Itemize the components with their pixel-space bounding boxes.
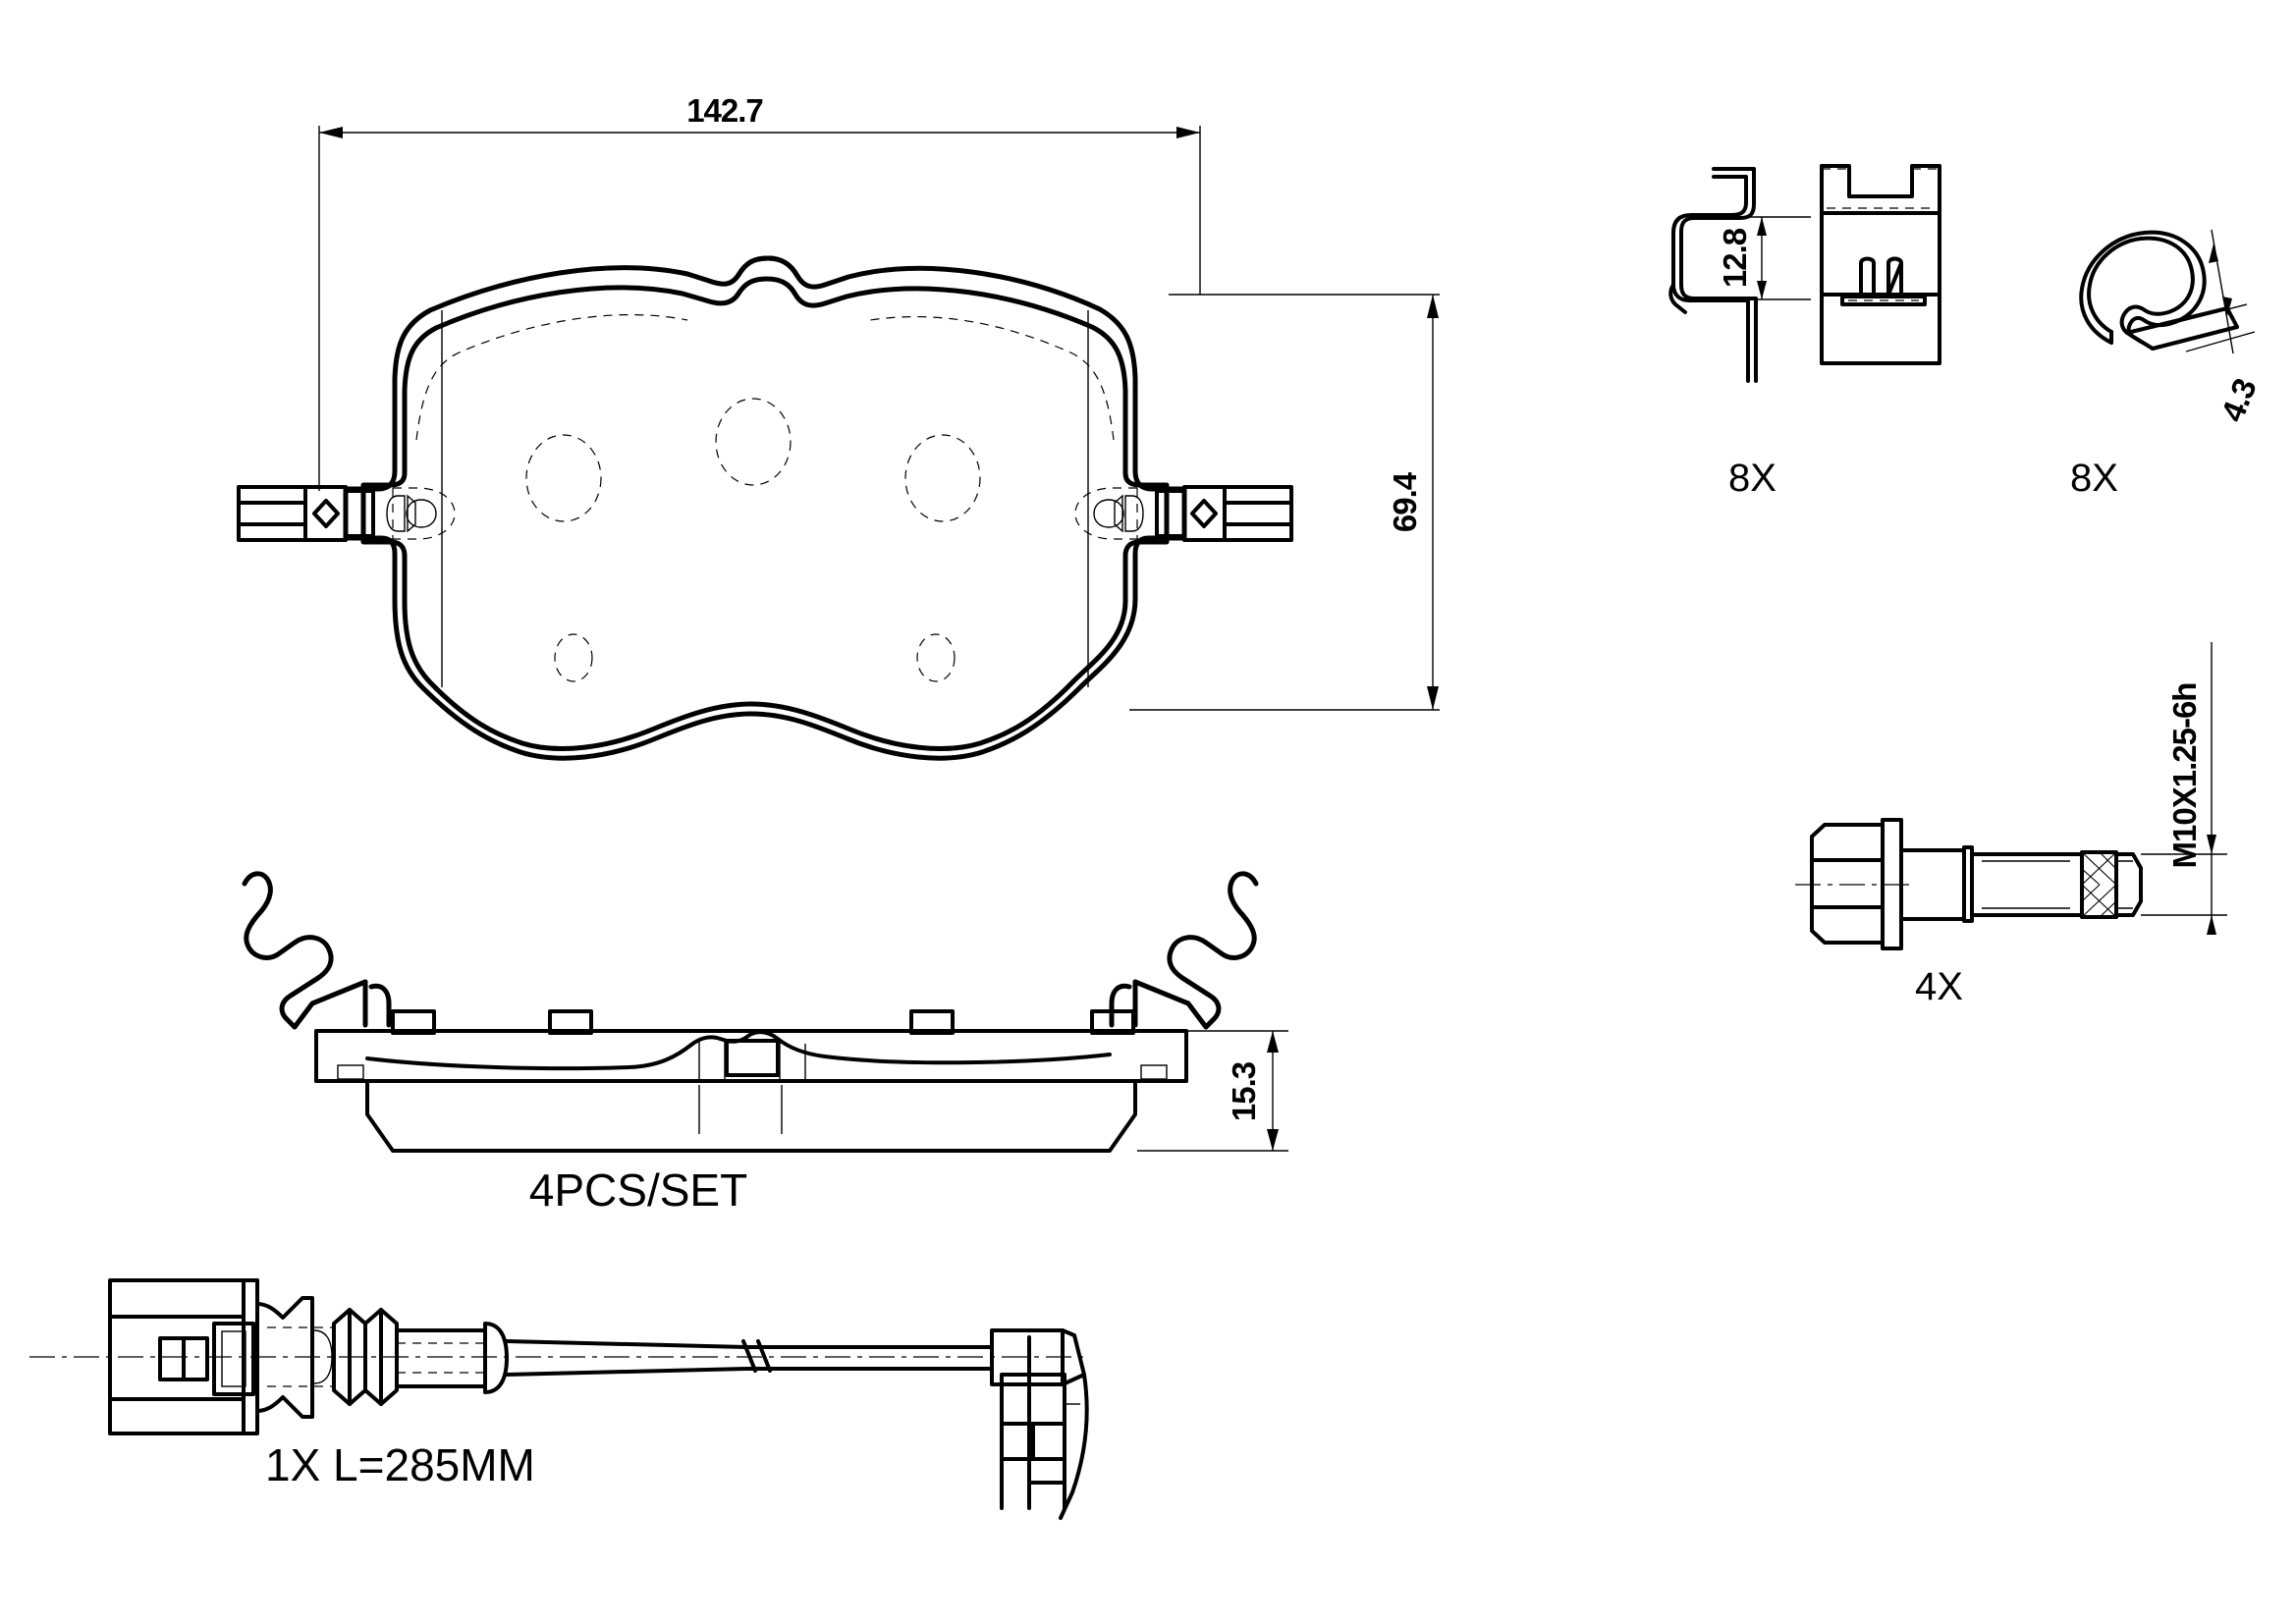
label-dim-clip: 12.8 (1717, 228, 1753, 288)
label-thread-spec: M10X1.25-6h (2166, 683, 2203, 869)
label-set-count: 4PCS/SET (529, 1164, 747, 1216)
label-dim-height: 69.4 (1387, 471, 1423, 532)
spring-clip (2079, 230, 2239, 351)
dimension-clip-12-8 (1750, 216, 1811, 300)
qty-retaining-clip: 8X (1728, 457, 1777, 500)
guide-bolt (1795, 818, 2143, 950)
pad-ear-left-detail (237, 485, 456, 542)
brake-pad-side-view (242, 871, 1259, 1153)
dimension-length-142-7 (318, 126, 1201, 491)
label-dim-length: 142.7 (686, 92, 763, 129)
brake-pad-front-view (237, 255, 1293, 761)
label-dim-spring: 4.3 (2214, 373, 2264, 426)
qty-bolt: 4X (1915, 965, 1963, 1008)
dimension-spring-4-3 (2169, 229, 2256, 354)
qty-spring-clip: 8X (2070, 457, 2118, 500)
retaining-clip-front-profile (1820, 164, 1941, 365)
dimension-height-69-4 (1129, 294, 1440, 711)
label-dim-thickness: 15.3 (1226, 1061, 1262, 1121)
dimension-thickness-15-3 (1137, 1030, 1288, 1152)
retaining-clip-side-profile (1668, 167, 1758, 383)
pad-ear-right-detail (1074, 485, 1293, 542)
dimension-thread-spec (2141, 642, 2227, 935)
wear-sensor-assembly (29, 1278, 1090, 1520)
label-sensor-spec: 1X L=285MM (265, 1439, 535, 1490)
